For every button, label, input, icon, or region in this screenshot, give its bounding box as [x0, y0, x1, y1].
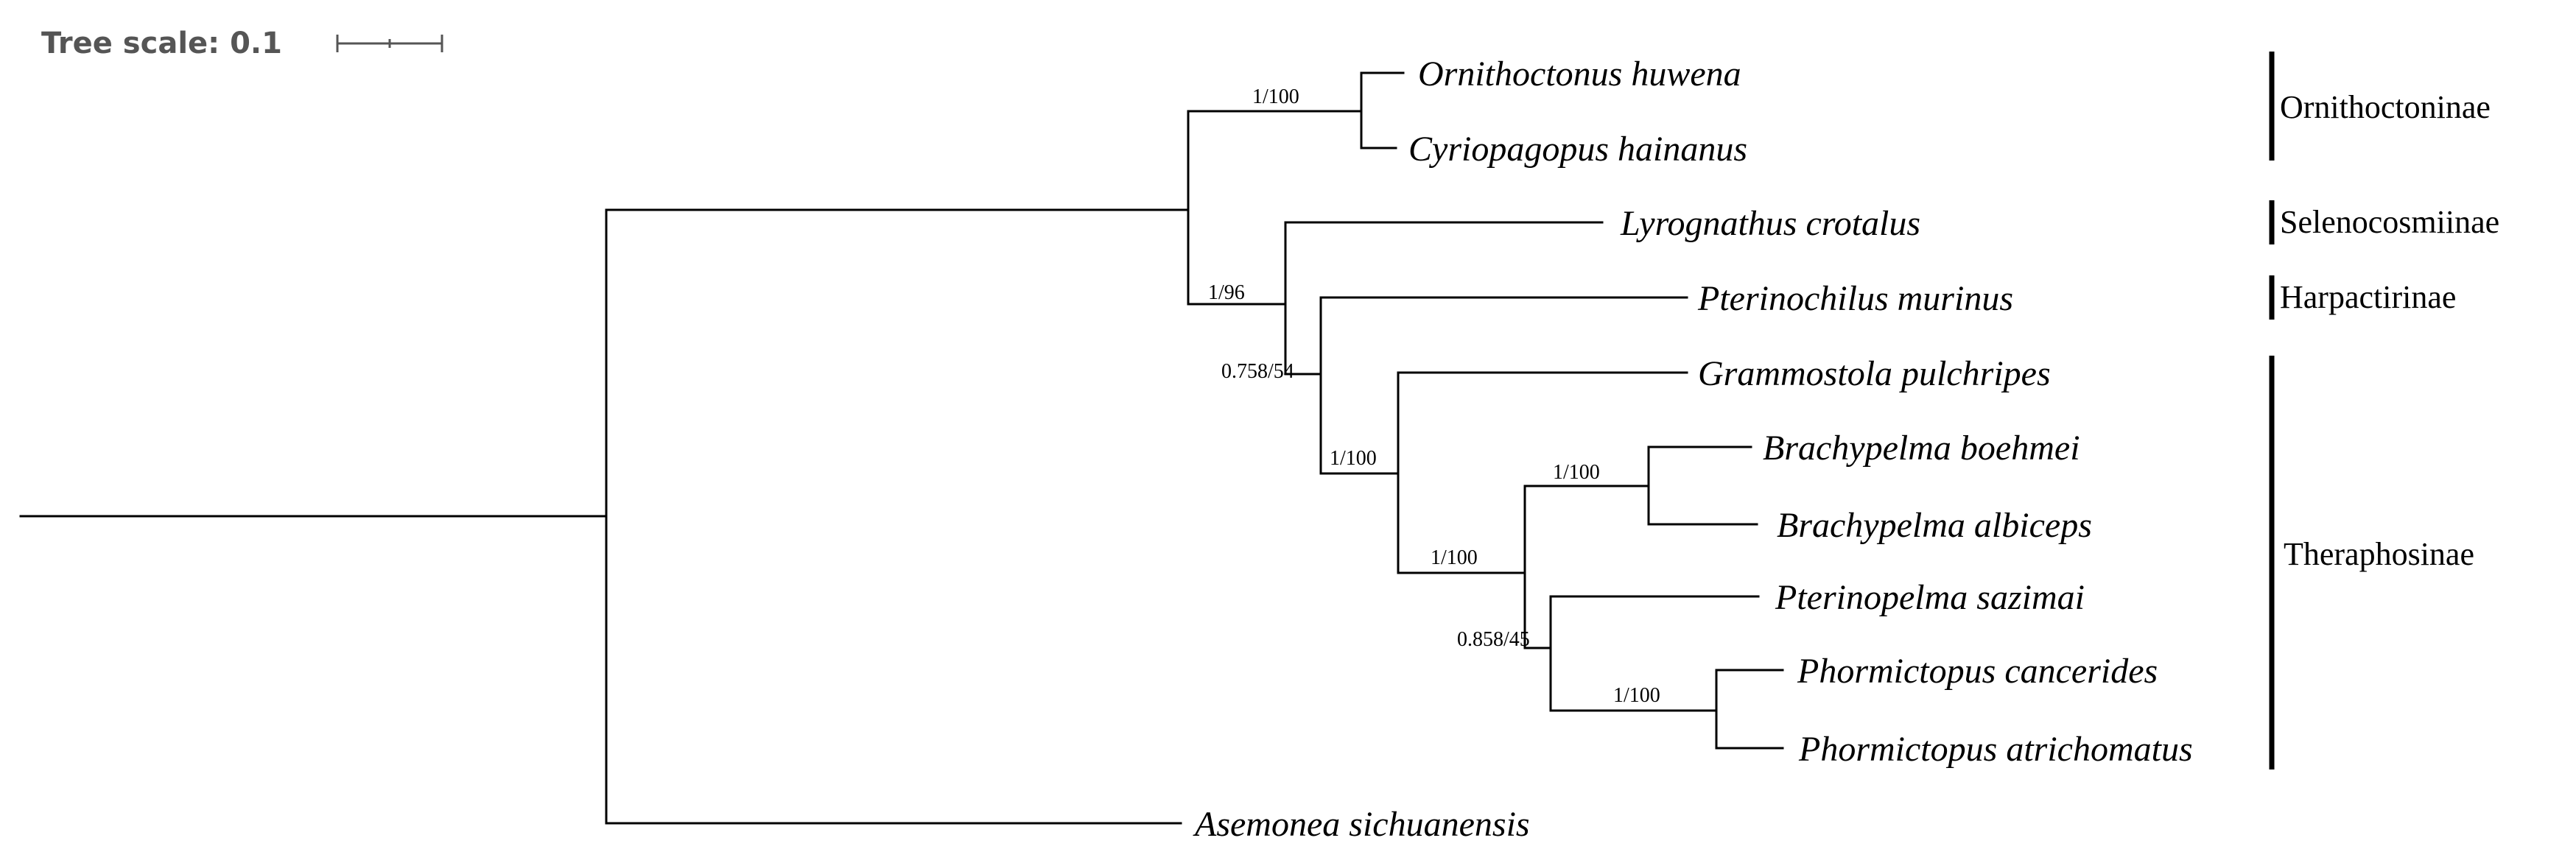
branches	[19, 71, 1784, 825]
clade-label: Selenocosmiinae	[2280, 204, 2499, 240]
taxon-label: Grammostola pulchripes	[1698, 354, 2051, 393]
taxon-label: Cyriopagopus hainanus	[1408, 130, 1747, 169]
taxon-label: Pterinopelma sazimai	[1775, 578, 2085, 617]
taxon-label: Phormictopus atrichomatus	[1798, 730, 2193, 769]
support-value: 1/100	[1613, 684, 1660, 707]
support-value: 1/100	[1553, 461, 1600, 484]
taxon-label: Ornithoctonus huwena	[1418, 54, 1741, 94]
taxon-label: Asemonea sichuanensis	[1193, 805, 1530, 844]
clade-label: Ornithoctoninae	[2280, 89, 2491, 125]
support-value: 1/100	[1330, 447, 1377, 470]
taxon-label: Lyrognathus crotalus	[1620, 204, 1920, 243]
clade-annotations: Ornithoctoninae Selenocosmiinae Harpacti…	[2269, 52, 2499, 769]
support-value: 0.858/45	[1457, 628, 1530, 651]
support-value: 0.758/54	[1221, 360, 1294, 383]
tree-scale-label: Tree scale: 0.1	[41, 27, 282, 60]
support-value: 1/96	[1208, 281, 1245, 304]
tree-scale: Tree scale: 0.1	[41, 27, 443, 60]
taxon-labels: Ornithoctonus huwena Cyriopagopus hainan…	[1193, 54, 2193, 844]
support-values: 1/100 1/96 0.758/54 1/100 1/100 1/100 0.…	[1208, 85, 1660, 707]
taxon-label: Brachypelma boehmei	[1763, 429, 2080, 468]
support-value: 1/100	[1431, 546, 1478, 569]
support-value: 1/100	[1252, 85, 1299, 108]
clade-label: Theraphosinae	[2284, 536, 2474, 572]
taxon-label-highlighted: Phormictopus cancerides	[1797, 652, 2158, 691]
taxon-label: Pterinochilus murinus	[1697, 279, 2013, 318]
clade-label: Harpactirinae	[2280, 279, 2456, 315]
taxon-label: Brachypelma albiceps	[1777, 506, 2092, 545]
